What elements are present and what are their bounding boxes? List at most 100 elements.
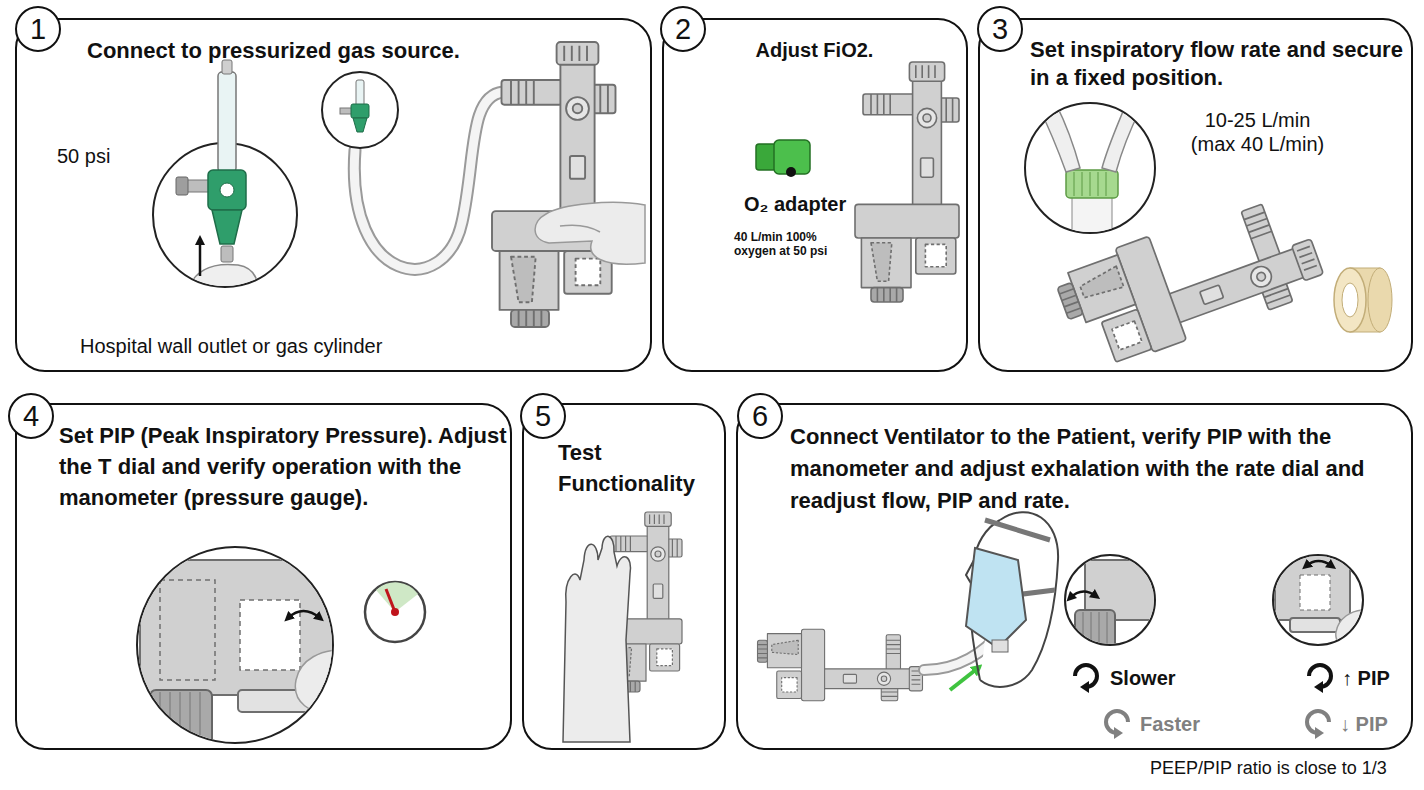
step-number-circle: 4 (8, 393, 54, 439)
rotate-icon (1080, 681, 1089, 693)
flowmeter-mini (351, 104, 369, 118)
pip-dial-inset (240, 600, 300, 670)
callout-number: 1 (30, 15, 46, 44)
patient-head (992, 640, 1008, 652)
manometer (391, 608, 399, 616)
manometer (365, 582, 425, 642)
flow-knob-inset (1040, 104, 1140, 246)
patient-head (966, 548, 1026, 648)
step-panel: Test Functionality (522, 403, 726, 750)
flow-knob-inset (1102, 104, 1140, 172)
step-number-circle: 6 (737, 393, 783, 439)
patient-head (966, 512, 1058, 687)
hand (535, 202, 645, 264)
rate-dial-inset (1070, 560, 1165, 650)
flowmeter-inset (220, 183, 234, 197)
tape-roll (1368, 268, 1392, 332)
pip-dial-inset (295, 650, 350, 718)
rate-dial-inset (1075, 610, 1115, 650)
step-panel: Adjust FiO2.O₂ adapter40 L/min 100% oxyg… (662, 18, 968, 372)
flowmeter-inset (221, 246, 233, 262)
step-panel: Connect to pressurized gas source.50 psi… (15, 18, 652, 372)
rotate-icon (1314, 681, 1323, 693)
tape-roll (1334, 268, 1392, 332)
step-number-circle: 3 (977, 6, 1023, 52)
dial-direction: Faster (1140, 712, 1200, 736)
callout-number: 6 (752, 402, 768, 431)
rate-dial-inset (1083, 612, 1107, 648)
flowmeter-mini (340, 108, 352, 114)
pip-dial-inset (1275, 555, 1350, 620)
pip-dial-inset (1336, 610, 1370, 652)
flowmeter-mini (356, 80, 364, 106)
ventilator-device (855, 62, 959, 302)
flow-knob-inset (1040, 104, 1080, 172)
flow-knob-inset (1072, 196, 1112, 246)
pip-dial-inset (160, 580, 215, 680)
o2-adapter (786, 167, 796, 177)
flowmeter-inset (153, 60, 297, 300)
flowmeter-inset (185, 246, 257, 300)
ventilator-device (1051, 184, 1328, 375)
flow-range: 10-25 L/min (max 40 L/min) (1185, 108, 1330, 156)
dial-direction: ↓ PIP (1340, 712, 1388, 736)
pip-dial-inset (160, 692, 200, 748)
pip-dial-inset (1273, 555, 1363, 645)
rotate-icon (1315, 727, 1324, 739)
pip-dial-inset (1306, 561, 1332, 566)
pip-dial-inset (1290, 618, 1340, 632)
o2-adapter (756, 140, 810, 177)
dial-direction: Slower (1110, 666, 1176, 690)
rotate-icon (1075, 665, 1331, 739)
step-heading: Connect Ventilator to the Patient, verif… (790, 421, 1408, 517)
callout-number: 5 (535, 402, 551, 431)
rotate-icon (1114, 727, 1123, 739)
step-number-circle: 2 (660, 6, 706, 52)
callout-number: 4 (23, 402, 39, 431)
tape-roll (1334, 268, 1366, 332)
step-panel: Set PIP (Peak Inspiratory Pressure). Adj… (15, 403, 512, 750)
flowmeter-mini (322, 72, 398, 148)
footnote: PEEP/PIP ratio is close to 1/3 (1150, 758, 1387, 780)
part-name: O₂ adapter (744, 192, 846, 216)
tape-roll (1342, 283, 1358, 317)
ventilator-device (758, 629, 923, 701)
step-number-circle: 5 (520, 393, 566, 439)
o2-adapter (756, 144, 776, 170)
flowmeter-inset (218, 72, 236, 172)
step-heading: Test Functionality (558, 438, 718, 500)
ventilator-device (492, 42, 616, 327)
hand (560, 225, 600, 232)
pip-dial-inset (150, 690, 212, 750)
flowmeter-mini (322, 72, 398, 148)
step-heading: Connect to pressurized gas source. (87, 38, 627, 64)
pip-dial-inset (1273, 555, 1370, 652)
callout-number: 3 (992, 15, 1008, 44)
pip-dial-inset (1275, 555, 1370, 652)
step-heading: Set inspiratory flow rate and secure in … (1030, 36, 1405, 91)
flow-knob-inset (1074, 172, 1106, 196)
flowmeter-inset (176, 177, 188, 195)
dial-direction: ↑ PIP (1342, 666, 1390, 690)
pip-dial-inset (288, 611, 320, 618)
manometer (365, 582, 425, 642)
pip-dial-inset (1300, 575, 1330, 610)
flow-knob-inset (1066, 170, 1118, 198)
rate-dial-inset (1070, 591, 1096, 598)
flowmeter-inset (186, 180, 210, 192)
step-number-circle: 1 (15, 6, 61, 52)
gloved-hand (563, 536, 631, 742)
flowmeter-mini (353, 118, 367, 132)
rate-dial-inset (1065, 555, 1165, 650)
step-heading: Adjust FiO2. (664, 38, 965, 62)
step-heading: Set PIP (Peak Inspiratory Pressure). Adj… (59, 421, 507, 513)
step-panel: Set inspiratory flow rate and secure in … (978, 18, 1413, 372)
direction-arrow (950, 668, 978, 690)
step-panel: Connect Ventilator to the Patient, verif… (736, 403, 1413, 750)
pip-dial-inset (140, 560, 350, 750)
pip-dial-inset (137, 547, 350, 750)
source-note: Hospital wall outlet or gas cylinder (80, 334, 382, 358)
flow-knob-inset (1025, 103, 1155, 246)
flowmeter-inset (185, 264, 257, 300)
